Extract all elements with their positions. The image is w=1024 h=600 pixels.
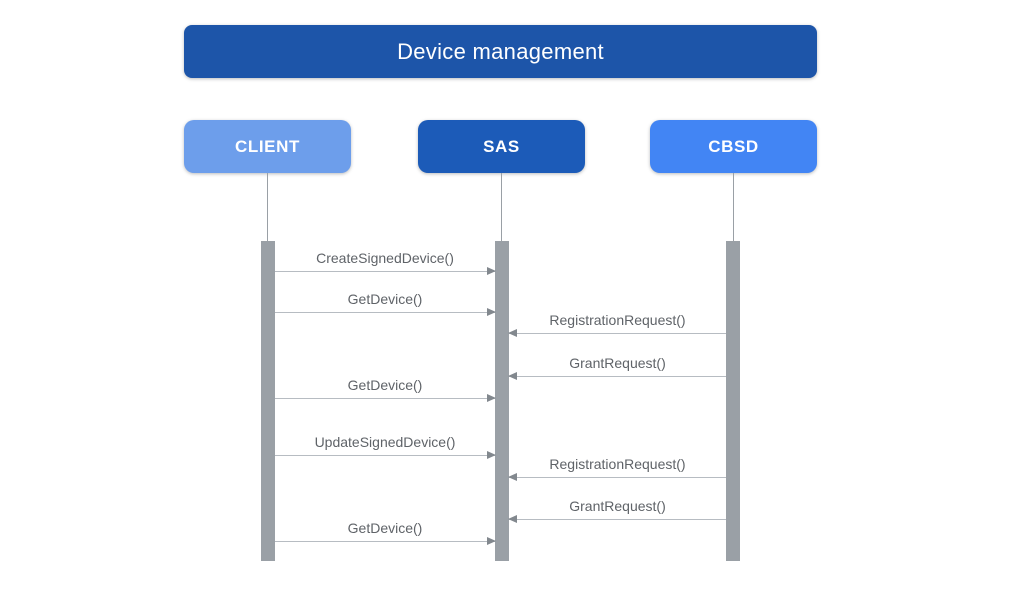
lifeline-sas: [501, 173, 502, 241]
arrow-left-icon: [508, 372, 726, 380]
activation-bar-sas: [495, 241, 509, 561]
message-label: CreateSignedDevice(): [316, 250, 454, 266]
arrow-left-icon: [508, 329, 726, 337]
arrow-right-icon: [275, 308, 496, 316]
message-label: UpdateSignedDevice(): [314, 434, 456, 450]
actor-cbsd: CBSD: [650, 120, 817, 173]
diagram-title: Device management: [184, 25, 817, 78]
message-label: GetDevice(): [347, 520, 423, 536]
lifeline-client: [267, 173, 268, 241]
arrow-left-icon: [508, 473, 726, 481]
message-label: GrantRequest(): [569, 355, 666, 371]
actor-sas: SAS: [418, 120, 585, 173]
lifeline-cbsd: [733, 173, 734, 241]
arrow-right-icon: [275, 394, 496, 402]
arrow-right-icon: [275, 267, 496, 275]
arrow-right-icon: [275, 537, 496, 545]
arrow-right-icon: [275, 451, 496, 459]
message-label: GetDevice(): [347, 291, 423, 307]
message-label: RegistrationRequest(): [549, 312, 686, 328]
message-label: GrantRequest(): [569, 498, 666, 514]
activation-bar-client: [261, 241, 275, 561]
arrow-left-icon: [508, 515, 726, 523]
activation-bar-cbsd: [726, 241, 740, 561]
actor-client: CLIENT: [184, 120, 351, 173]
message-label: RegistrationRequest(): [549, 456, 686, 472]
message-label: GetDevice(): [347, 377, 423, 393]
